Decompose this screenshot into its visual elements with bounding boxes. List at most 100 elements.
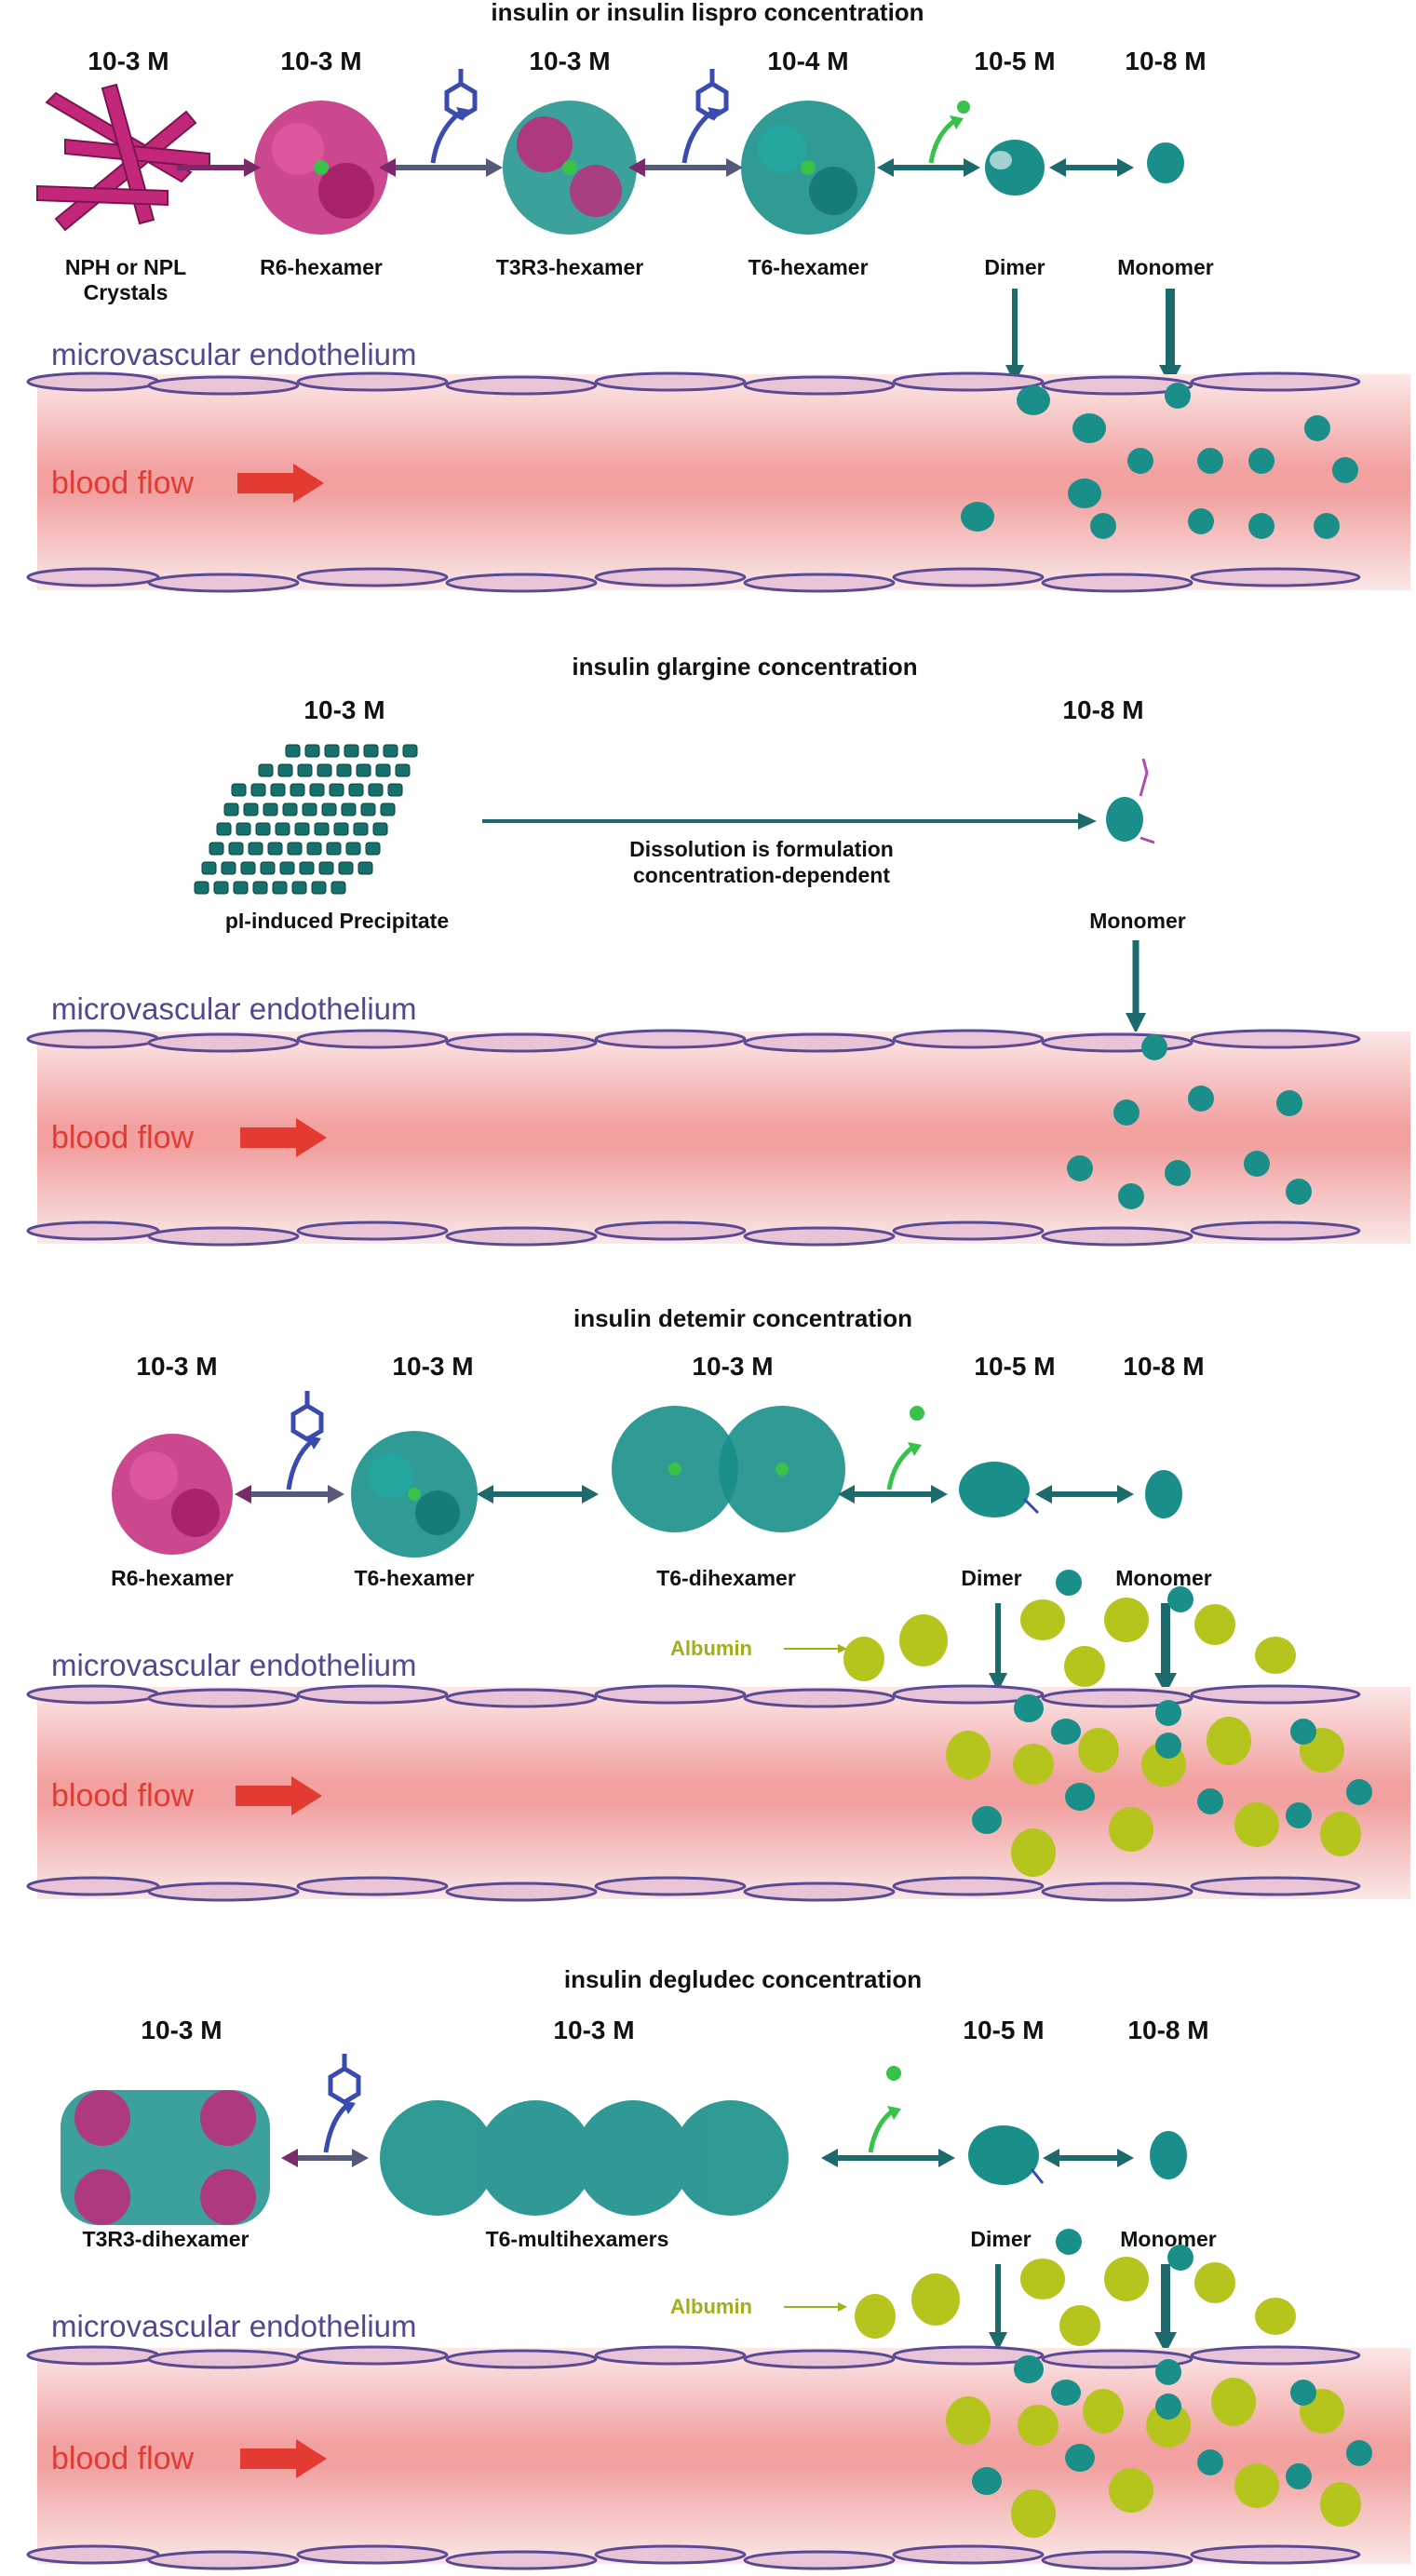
zinc-release-icon xyxy=(886,1406,924,1490)
precipitate-particle xyxy=(290,783,305,797)
panel-title: insulin degludec concentration xyxy=(564,1965,922,1993)
precipitate-particle xyxy=(263,802,278,816)
species-label: Dimer xyxy=(970,2227,1031,2251)
precipitate-particle xyxy=(353,822,369,836)
precipitate-particle xyxy=(375,763,391,777)
endothelium-bottom xyxy=(26,567,1361,593)
conc-label: 10-3 M xyxy=(280,47,361,75)
precipitate-particle xyxy=(324,744,340,758)
albumin-cluster xyxy=(843,1598,1361,1877)
blood-flow-label: blood flow xyxy=(51,1778,195,1814)
precipitate-particle xyxy=(304,744,320,758)
absorption-arrow xyxy=(1154,1603,1177,1694)
insulin-in-blood xyxy=(972,2229,1372,2495)
r6-hexamer-icon xyxy=(254,101,388,235)
species-label: Monomer xyxy=(1115,1566,1212,1590)
precipitate-particle xyxy=(395,763,411,777)
precipitate-particle xyxy=(383,744,398,758)
precipitate-particle xyxy=(250,783,266,797)
monomer-icon xyxy=(1145,1470,1182,1518)
precipitate-particle xyxy=(363,744,379,758)
insulin-in-blood xyxy=(972,1570,1372,1834)
species-label: T6-dihexamer xyxy=(656,1566,796,1590)
panel-title: insulin detemir concentration xyxy=(573,1304,912,1332)
phenol-release-icon xyxy=(323,2054,361,2153)
dimer-icon xyxy=(985,140,1045,196)
zinc-release-icon xyxy=(928,101,970,164)
precipitate-particle xyxy=(336,763,352,777)
precipitate-particle xyxy=(309,783,325,797)
blood-flow-arrow xyxy=(237,464,324,503)
absorption-arrow xyxy=(989,2264,1007,2351)
precipitate-particle xyxy=(338,861,354,875)
t6-dihexamer-icon xyxy=(612,1406,845,1532)
panel-degludec: insulin degludec concentration 10-3 M 10… xyxy=(26,1965,1410,2570)
precipitate-particle xyxy=(209,842,224,856)
precipitate-particle xyxy=(380,802,396,816)
albumin-pointer xyxy=(784,1644,847,1653)
monomer-icon xyxy=(1106,758,1155,844)
absorption-arrow xyxy=(1005,289,1024,384)
panel-title: insulin or insulin lispro concentration xyxy=(491,0,924,26)
precipitate-particle xyxy=(236,822,251,836)
precipitate-particle xyxy=(291,881,307,895)
blood-flow-label: blood flow xyxy=(51,2441,195,2476)
species-label: T3R3-hexamer xyxy=(496,255,644,279)
precipitate-particle xyxy=(282,802,298,816)
precipitate-particle xyxy=(402,744,418,758)
precipitate-particle xyxy=(387,783,403,797)
endothelium-label: microvascular endothelium xyxy=(51,991,417,1026)
insulin-in-blood xyxy=(1067,1034,1312,1209)
albumin-label: Albumin xyxy=(670,1637,752,1660)
equilibrium-arrows xyxy=(235,1485,1134,1504)
precipitate-particle xyxy=(272,881,288,895)
precipitate-particle xyxy=(314,822,330,836)
precipitate-particle xyxy=(275,822,290,836)
precipitate-particle xyxy=(345,842,361,856)
conc-label: 10-8 M xyxy=(1062,695,1143,724)
precipitate-icon xyxy=(194,744,418,895)
panel-title: insulin glargine concentration xyxy=(572,653,917,681)
t6-hexamer-icon xyxy=(351,1431,478,1558)
dissolution-note: concentration-dependent xyxy=(633,863,890,887)
t6-multihexamers-icon xyxy=(380,2100,789,2216)
albumin-cluster xyxy=(855,2257,1361,2538)
species-label: Monomer xyxy=(1117,255,1214,279)
panel-detemir: insulin detemir concentration 10-3 M 10-… xyxy=(26,1304,1410,1902)
absorption-arrow xyxy=(989,1603,1007,1692)
blood-flow-label: blood flow xyxy=(51,1120,195,1155)
conc-label: 10-5 M xyxy=(974,47,1055,75)
t3r3-dihexamer-icon xyxy=(61,2090,270,2225)
nph-crystal-icon xyxy=(36,83,210,232)
precipitate-particle xyxy=(326,842,342,856)
precipitate-particle xyxy=(360,802,376,816)
precipitate-particle xyxy=(279,861,295,875)
absorption-arrow xyxy=(1159,289,1181,386)
species-label: Monomer xyxy=(1120,2227,1217,2251)
precipitate-particle xyxy=(213,881,229,895)
conc-label: 10-3 M xyxy=(303,695,384,724)
precipitate-particle xyxy=(368,783,384,797)
precipitate-particle xyxy=(223,802,239,816)
blood-flow-arrow xyxy=(240,2439,327,2478)
precipitate-particle xyxy=(321,802,337,816)
precipitate-particle xyxy=(294,822,310,836)
endothelium-top xyxy=(26,371,1361,396)
species-label: Dimer xyxy=(961,1566,1021,1590)
precipitate-particle xyxy=(285,744,301,758)
precipitate-particle xyxy=(270,783,286,797)
conc-label: 10-5 M xyxy=(974,1352,1055,1381)
equilibrium-arrows xyxy=(281,2149,1134,2167)
endothelium-top xyxy=(26,1029,1361,1053)
panel-lispro: insulin or insulin lispro concentration … xyxy=(26,0,1410,593)
precipitate-particle xyxy=(306,842,322,856)
species-label: T6-hexamer xyxy=(748,255,868,279)
precipitate-particle xyxy=(297,763,313,777)
conc-label: 10-3 M xyxy=(692,1352,773,1381)
species-label: T6-multihexamers xyxy=(486,2227,669,2251)
precipitate-particle xyxy=(302,802,317,816)
conc-label: 10-3 M xyxy=(392,1352,473,1381)
t6-hexamer-icon xyxy=(741,101,875,235)
phenol-release-icon xyxy=(286,1391,324,1490)
species-label: R6-hexamer xyxy=(260,255,383,279)
